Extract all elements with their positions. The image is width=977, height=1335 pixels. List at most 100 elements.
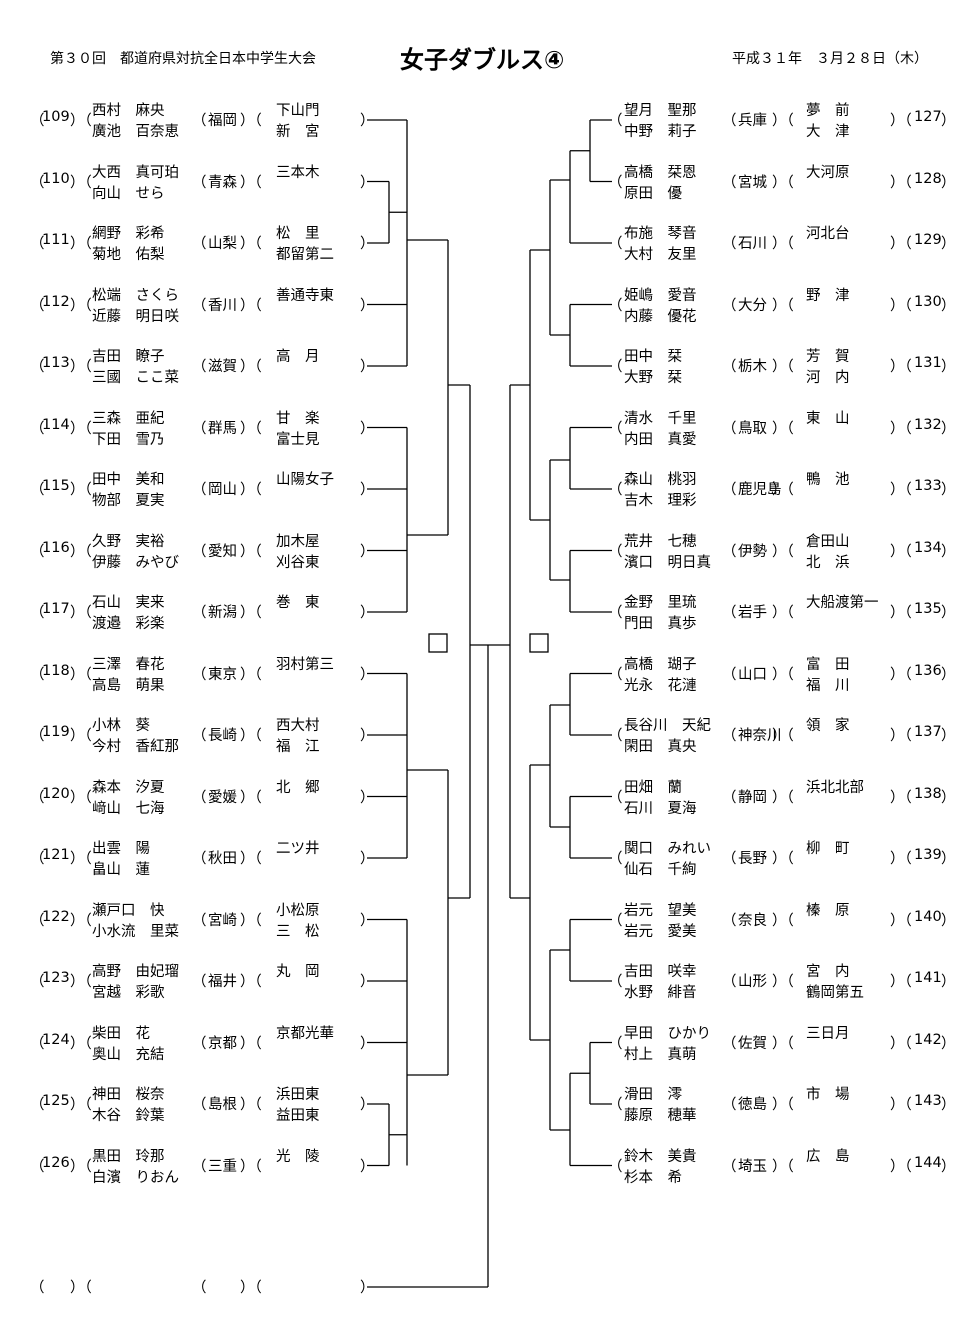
entry-right-3: （姫嶋 愛音内藤 優花（大分）（野 津）（130） [0,288,977,340]
paren-mid: ）（ [70,174,92,191]
entry-right-9: （高橋 瑚子光永 花漣（山口）（富 田福 川）（136） [0,657,977,709]
paren-close: ） [941,359,956,375]
entry-left-17: （126）（黒田 玲那白濱 りおん（三重）（光 陵） [0,1149,977,1201]
paren-open: （ [192,605,207,621]
school-1: 巻 東 [276,595,320,611]
paren-mid: ）（ [240,174,262,191]
paren-close: ） [360,912,375,929]
player-2-name: 木谷 鈴葉 [92,1108,165,1124]
paren-close: ） [360,728,375,744]
paren-mid: ）（ [70,543,92,560]
prefecture: 宮城 [738,174,767,191]
player-2-name: 渡邉 彩楽 [92,616,165,632]
entry-number: 121 [42,847,70,863]
school-1: 羽村第三 [276,656,334,673]
paren-mid: ）（ [772,420,794,437]
paren-close: ） [360,1097,375,1113]
school-1: 大河原 [806,164,850,181]
player-1-name: 三森 亜紀 [92,410,165,427]
paren-mid: ）（ [772,974,794,990]
player-1-name: 黒田 玲那 [92,1148,165,1165]
paren-open: （ [192,912,207,929]
paren-open: （ [192,236,207,252]
entry-right-12: （関口 みれい仙石 千絢（長野）（柳 町）（139） [0,841,977,893]
entry-right-6: （森山 桃羽吉木 理彩（鹿児島）（鴨 池）（133） [0,472,977,524]
entry-number: 110 [42,170,70,187]
prefecture: 山口 [738,666,767,683]
school-1: 丸 岡 [276,964,320,980]
player-2-name: 今村 香紅那 [92,739,179,755]
school-2: 北 浜 [806,554,850,571]
player-2-name: 水野 緋音 [624,985,697,1001]
player-2-name: 近藤 明日咲 [92,308,179,325]
paren-open: （ [722,666,737,683]
paren-close: ） [941,789,956,806]
entry-number: 134 [914,539,942,556]
entry-right-15: （早田 ひかり村上 真萌（佐賀）（三日月）（142） [0,1026,977,1078]
paren-close: ） [360,482,375,498]
paren-mid: ）（ [890,605,912,621]
paren-mid: ）（ [890,359,912,375]
school-1: 広 島 [806,1148,850,1165]
entry-number: 141 [914,970,942,986]
paren-open: （ [608,359,623,375]
school-2: 福 江 [276,739,320,755]
paren-mid: ）（ [70,728,92,744]
school-1: 夢 前 [806,103,850,119]
entry-number: 125 [42,1093,70,1109]
prefecture: 香川 [208,297,237,314]
paren-close: ） [360,1158,375,1175]
school-1: 大船渡第一 [806,595,879,611]
prefecture: 奈良 [738,912,767,929]
entry-right-5: （清水 千里内田 真愛（鳥取）（東 山）（132） [0,411,977,463]
paren-mid: ）（ [70,1280,92,1296]
paren-open: （ [30,666,45,683]
entry-left-16: （125）（神田 桜奈木谷 鈴葉（島根）（浜田東益田東） [0,1087,977,1139]
paren-mid: ）（ [772,482,794,498]
paren-open: （ [192,297,207,314]
entry-left-8: （117）（石山 実来渡邉 彩楽（新潟）（巻 東） [0,595,977,647]
paren-mid: ）（ [240,297,262,314]
player-2-name: 杉本 希 [624,1169,682,1186]
paren-open: （ [30,482,45,498]
player-1-name: 長谷川 天紀 [624,718,711,734]
paren-close: ） [941,912,956,929]
paren-open: （ [30,789,45,806]
prefecture: 京都 [208,1035,237,1052]
paren-open: （ [722,851,737,867]
paren-open: （ [192,1097,207,1113]
paren-open: （ [192,974,207,990]
paren-mid: ）（ [890,482,912,498]
paren-mid: ）（ [772,912,794,929]
paren-open: （ [722,113,737,129]
school-1: 浜田東 [276,1087,320,1103]
paren-mid: ）（ [70,1158,92,1175]
player-1-name: 布施 琴音 [624,226,697,242]
entry-right-13: （岩元 望美岩元 愛美（奈良）（榛 原）（140） [0,903,977,955]
entry-number: 118 [42,662,70,679]
entry-number: 127 [914,109,942,125]
entry-left-4: （113）（吉田 瞭子三國 ここ菜（滋賀）（高 月） [0,349,977,401]
school-1: 鴨 池 [806,472,850,488]
school-1: 柳 町 [806,841,850,857]
paren-open: （ [722,236,737,252]
paren-close: ） [941,974,956,990]
paren-mid: ）（ [772,605,794,621]
prefecture: 石川 [738,236,767,252]
school-1: 下山門 [276,103,320,119]
school-1: 領 家 [806,718,850,734]
paren-open: （ [192,174,207,191]
school-1: 善通寺東 [276,287,334,304]
school-1: 宮 内 [806,964,850,980]
prefecture: 群馬 [208,420,237,437]
paren-close: ） [360,1280,375,1296]
paren-open: （ [608,1035,623,1052]
prefecture: 愛知 [208,543,237,560]
paren-open: （ [192,851,207,867]
prefecture: 佐賀 [738,1035,767,1052]
paren-open: （ [608,236,623,252]
player-1-name: 森山 桃羽 [624,472,697,488]
prefecture: 埼玉 [738,1158,767,1175]
school-1: 北 郷 [276,779,320,796]
paren-open: （ [722,789,737,806]
